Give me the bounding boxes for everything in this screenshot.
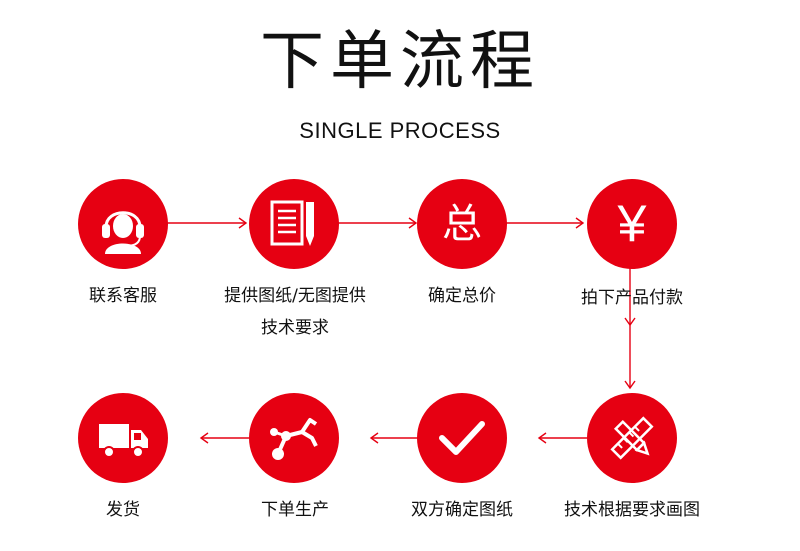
total-character-icon: 总 bbox=[442, 201, 482, 247]
step-contact-service-circle bbox=[78, 179, 168, 269]
step-label-confirm-drawing: 双方确定图纸 bbox=[411, 500, 513, 520]
page-subtitle: SINGLE PROCESS bbox=[299, 118, 501, 143]
step-label-production: 下单生产 bbox=[261, 500, 329, 520]
arrow-right-2 bbox=[336, 217, 418, 229]
arrow-down-small bbox=[624, 317, 636, 327]
arrow-right-1 bbox=[166, 217, 248, 229]
step-label-drawing: 技术根据要求画图 bbox=[564, 500, 700, 520]
document-pen-icon bbox=[270, 200, 314, 246]
step-provide-drawing-circle bbox=[249, 179, 339, 269]
checkmark-icon bbox=[439, 421, 485, 455]
delivery-truck-icon bbox=[99, 424, 148, 458]
yen-icon: ¥ bbox=[617, 195, 647, 253]
step-confirm-drawing-circle bbox=[417, 393, 507, 483]
headset-support-icon bbox=[102, 211, 144, 254]
step-production-circle bbox=[249, 393, 339, 483]
step-label-confirm-price: 确定总价 bbox=[428, 286, 496, 306]
arrow-right-3 bbox=[503, 217, 585, 229]
arrow-left-3 bbox=[199, 432, 249, 444]
step-label-contact-service: 联系客服 bbox=[89, 286, 157, 306]
page-title: 下单流程 bbox=[260, 25, 540, 99]
ruler-pencil-icon bbox=[610, 416, 654, 460]
step-label-payment: 拍下产品付款 bbox=[581, 288, 683, 308]
step-label-shipping: 发货 bbox=[106, 500, 140, 520]
arrow-down bbox=[624, 268, 636, 390]
arrow-left-1 bbox=[537, 432, 587, 444]
step-drawing-circle bbox=[587, 393, 677, 483]
arrow-left-2 bbox=[369, 432, 419, 444]
robot-arm-icon bbox=[270, 418, 318, 460]
step-label-provide-drawing: 提供图纸/无图提供 bbox=[224, 286, 366, 306]
step-payment-circle: ¥ bbox=[587, 179, 677, 269]
step-confirm-price-circle: 总 bbox=[417, 179, 507, 269]
step-label-provide-drawing-line2: 技术要求 bbox=[261, 318, 329, 338]
step-shipping-circle bbox=[78, 393, 168, 483]
